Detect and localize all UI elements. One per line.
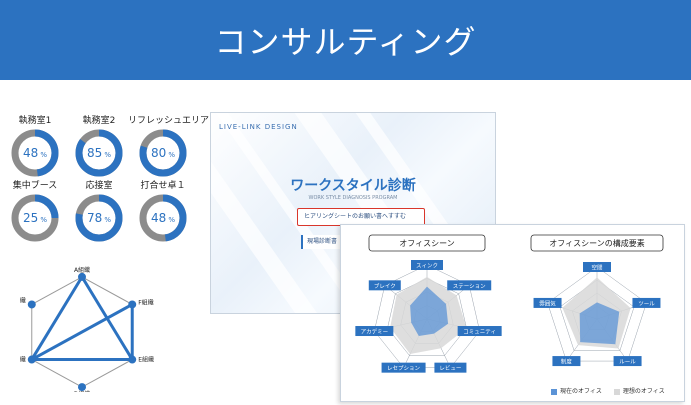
chart-title-box — [368, 234, 486, 252]
chart-title: オフィスシーン — [399, 239, 454, 248]
brand-logo: LIVE-LINK DESIGN — [219, 123, 298, 131]
radar-grid — [547, 266, 647, 362]
axis-label: スィンク — [416, 263, 438, 270]
axis-label-box — [411, 260, 443, 270]
slide-title: ワークスタイル診断 — [290, 178, 416, 194]
usage-percent: 25% — [23, 211, 47, 225]
legend-ideal: 理想のオフィス — [613, 386, 665, 395]
usage-percent: 78% — [87, 211, 111, 225]
axis-label-box — [355, 326, 394, 337]
axis-label: ルール — [619, 360, 636, 366]
network-node — [27, 300, 36, 309]
network-node-label: C組織 — [20, 356, 26, 364]
network-node — [27, 355, 36, 364]
donut-fill — [75, 129, 123, 177]
room-label: 執務室2 — [82, 116, 116, 126]
usage-donut: 85% — [75, 129, 123, 177]
donut-fill — [139, 194, 187, 242]
axis-label: ステーション — [453, 283, 486, 290]
network-node — [128, 300, 137, 309]
chart-title-box — [530, 234, 664, 252]
organization-network-diagram: A組織 F組織 E組織 D組織 C組織 B組織 — [20, 266, 154, 392]
network-node — [78, 383, 86, 392]
axis-label-box — [533, 297, 562, 308]
usage-percent: 48% — [151, 211, 175, 225]
room-label: 応接室 — [85, 181, 113, 191]
network-node-label: A組織 — [74, 266, 90, 274]
usage-percent: 80% — [151, 146, 175, 160]
axis-label: レビュー — [439, 364, 461, 372]
axis-label-box — [457, 326, 502, 337]
room-label: 打合せ卓１ — [140, 181, 186, 191]
axis-label-box — [552, 356, 581, 367]
donut-fill — [75, 194, 123, 242]
network-node-label: B組織 — [20, 296, 26, 304]
axis-label: ブレイク — [374, 282, 396, 290]
usage-percent: 85% — [87, 146, 111, 160]
axis-label-box — [447, 280, 492, 291]
room-label: リフレッシュエリア — [128, 116, 210, 126]
network-node-label: E組織 — [138, 356, 154, 364]
usage-donut: 48% — [11, 129, 59, 177]
series-current — [579, 302, 620, 345]
axis-label-box — [381, 362, 426, 373]
network-node — [78, 272, 86, 281]
series-current — [410, 286, 449, 337]
chart-legend: 現在のオフィス 理想のオフィス — [551, 386, 665, 395]
radar-grid — [559, 279, 635, 351]
room-gauge: 打合せ卓１ 48% — [128, 180, 198, 243]
usage-donut: 48% — [139, 194, 187, 242]
axis-label-box — [368, 280, 401, 291]
network-node — [128, 355, 137, 364]
site-diagnosis-button[interactable]: 現場診断書 — [301, 235, 347, 249]
room-gauge: 集中ブース 25% — [0, 180, 70, 243]
chart-title: オフィスシーンの構成要素 — [549, 238, 644, 248]
radar-grid — [387, 278, 467, 356]
room-gauge: 執務室1 48% — [0, 115, 70, 178]
donut-fill — [139, 129, 187, 177]
axis-label: レセプション — [387, 365, 421, 372]
axis-label-box — [583, 262, 611, 272]
usage-donut: 80% — [139, 129, 187, 177]
page-title: コンサルティング — [214, 23, 477, 61]
network-node-label: D組織 — [74, 390, 91, 392]
network-edge — [31, 303, 133, 361]
legend-current: 現在のオフィス — [551, 386, 602, 395]
radar-grid — [374, 264, 480, 368]
axis-label-box — [613, 356, 642, 367]
axis-label-box — [632, 297, 661, 308]
network-node-label: F組織 — [138, 298, 153, 306]
axis-label: 空間 — [591, 264, 603, 272]
axis-label: 制度 — [561, 358, 573, 366]
axis-label: 雰囲気 — [539, 299, 556, 307]
room-gauge: 応接室 78% — [64, 180, 134, 243]
room-gauge: リフレッシュエリア 80% — [128, 115, 210, 178]
room-gauge: 執務室2 85% — [64, 115, 134, 178]
donut-fill — [11, 194, 59, 242]
usage-donut: 78% — [75, 194, 123, 242]
axis-label-box — [434, 362, 467, 373]
donut-fill — [11, 129, 59, 177]
room-label: 執務室1 — [18, 116, 52, 126]
room-label: 集中ブース — [12, 181, 58, 191]
usage-percent: 48% — [23, 146, 47, 160]
page-header: コンサルティング — [0, 0, 691, 80]
slide-subtitle: WORK STYLE DIAGNOSIS PROGRAM — [308, 195, 398, 201]
usage-donut: 25% — [11, 194, 59, 242]
axis-label: コミュニティ — [463, 329, 496, 336]
analysis-slide: オフィスシーン オフィスシーンの構成要素スィンクステーションコミュニティレビュー レ… — [340, 224, 685, 402]
axis-label: アカデミー — [361, 328, 389, 336]
axis-label: ツール — [638, 301, 655, 307]
network-edge — [30, 276, 84, 361]
